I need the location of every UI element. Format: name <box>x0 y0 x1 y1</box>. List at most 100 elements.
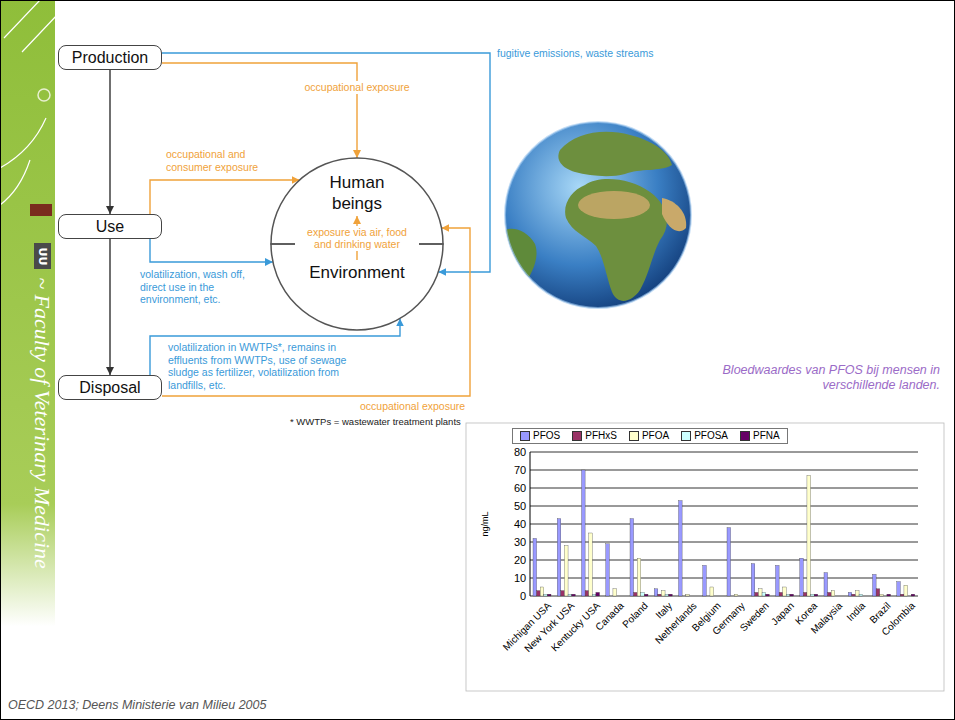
logo-text: UU <box>36 247 49 265</box>
chart-bar <box>589 533 593 596</box>
label-holder: 0 <box>520 590 526 602</box>
chart-bar <box>807 475 811 596</box>
legend-swatch <box>681 431 691 441</box>
flow-label: volatilization, wash off, direct use in … <box>140 268 265 306</box>
label-holder: 50 <box>514 500 526 512</box>
grid-line <box>530 506 918 507</box>
chart-bar <box>654 589 658 596</box>
chart-bar <box>658 594 662 596</box>
chart-bar <box>537 591 541 596</box>
chart-bar <box>779 592 783 596</box>
legend-item: PFOSA <box>681 430 728 442</box>
flow-label: volatilization in WWTPs*, remains in eff… <box>168 341 360 391</box>
europe <box>558 132 672 176</box>
label-holder: OECD 2013; Deens Ministerie van Milieu 2… <box>8 698 266 712</box>
chart-bar <box>703 565 707 596</box>
chart-bar <box>762 592 766 596</box>
logo-emblem <box>38 89 50 101</box>
chart-bar <box>859 594 863 596</box>
chart-bar <box>848 592 852 596</box>
chart-bar <box>613 589 617 596</box>
chart-frame <box>466 423 944 691</box>
legend-text: PFHxS <box>585 430 617 442</box>
node-text: Disposal <box>79 378 140 397</box>
label-holder: 30 <box>514 536 526 548</box>
circle-half: Environment <box>271 244 443 330</box>
chart-bar <box>637 558 641 596</box>
label-holder: occupational exposure <box>360 400 465 413</box>
label-holder: volatilization in WWTPs*, remains in eff… <box>168 341 360 391</box>
tick-label: 30 <box>514 536 526 548</box>
tick-label: 70 <box>514 464 526 476</box>
grid-line <box>530 524 918 525</box>
legend-text: PFOA <box>642 430 669 442</box>
label-holder: volatilization, wash off, direct use in … <box>140 268 265 306</box>
label-holder: exposure via air, food and drinking wate… <box>295 226 419 251</box>
chart-bar <box>900 594 904 596</box>
logo-box <box>34 243 51 269</box>
chart-bar <box>855 591 859 596</box>
chart-bar <box>630 519 634 596</box>
label-holder: occupational and consumer exposure <box>166 148 266 173</box>
label-holder: Bloedwaardes van PFOS bij mensen in vers… <box>718 363 940 393</box>
legend-swatch <box>572 431 582 441</box>
globe <box>505 122 691 308</box>
chart-bar <box>596 592 600 596</box>
label-holder: fugitive emissions, waste streams <box>497 47 653 60</box>
label-holder: 40 <box>514 518 526 530</box>
chart-bar <box>686 594 690 596</box>
flow-arrow <box>162 228 470 396</box>
chart-bar <box>540 587 544 596</box>
globe-rim <box>505 122 691 308</box>
chart-bar <box>897 582 901 596</box>
flow-arrow <box>162 63 357 158</box>
grid-line <box>530 578 918 579</box>
chart-bar <box>751 564 755 596</box>
desert <box>578 191 650 219</box>
chart-bar <box>533 538 537 596</box>
flow-label: occupational and consumer exposure <box>166 148 266 173</box>
label-holder: * WWTPs = wastewater treatment plants <box>290 416 461 427</box>
label-holder: ng/mL <box>479 511 489 536</box>
flow-arrow <box>150 239 273 262</box>
legend-swatch <box>740 431 750 441</box>
process-box: Use <box>58 214 162 239</box>
node-text: Use <box>96 217 124 236</box>
chart-bar <box>710 587 714 596</box>
label-holder: occupational exposure <box>303 81 412 94</box>
chart-bar <box>755 592 759 596</box>
y-axis <box>530 452 531 596</box>
flow-label: fugitive emissions, waste streams <box>497 47 653 60</box>
chart-bar <box>669 594 673 596</box>
flow-label: exposure via air, food and drinking wate… <box>295 226 419 251</box>
asia <box>672 149 696 175</box>
node-text: Environment <box>271 262 443 283</box>
flow-label: occupational exposure <box>303 81 412 94</box>
flow-arrow <box>162 53 490 272</box>
chart-legend: PFOSPFHxSPFOAPFOSAPFNA <box>512 428 788 444</box>
chart-bar <box>585 591 589 596</box>
chart-bar <box>606 544 610 596</box>
label-holder: 70 <box>514 464 526 476</box>
legend-item: PFOA <box>629 430 669 442</box>
chart-grid <box>530 452 918 596</box>
chart-bar <box>544 594 548 596</box>
africa <box>565 179 667 301</box>
chart-bar <box>790 594 794 596</box>
flow-arrow <box>109 70 110 214</box>
legend-text: PFOS <box>533 430 560 442</box>
chart-bar <box>786 594 790 596</box>
chart-bar <box>557 519 561 596</box>
sidebar-curves <box>0 0 58 205</box>
chart-bar <box>661 591 665 596</box>
chart-bar <box>734 594 738 596</box>
sidebar <box>0 0 55 720</box>
grid-line <box>530 560 918 561</box>
source-note: OECD 2013; Deens Ministerie van Milieu 2… <box>8 698 266 712</box>
chart-bar <box>911 594 915 596</box>
tick-label: 10 <box>514 572 526 584</box>
axis-title: ng/mL <box>479 511 489 536</box>
chart-bar <box>641 592 645 596</box>
